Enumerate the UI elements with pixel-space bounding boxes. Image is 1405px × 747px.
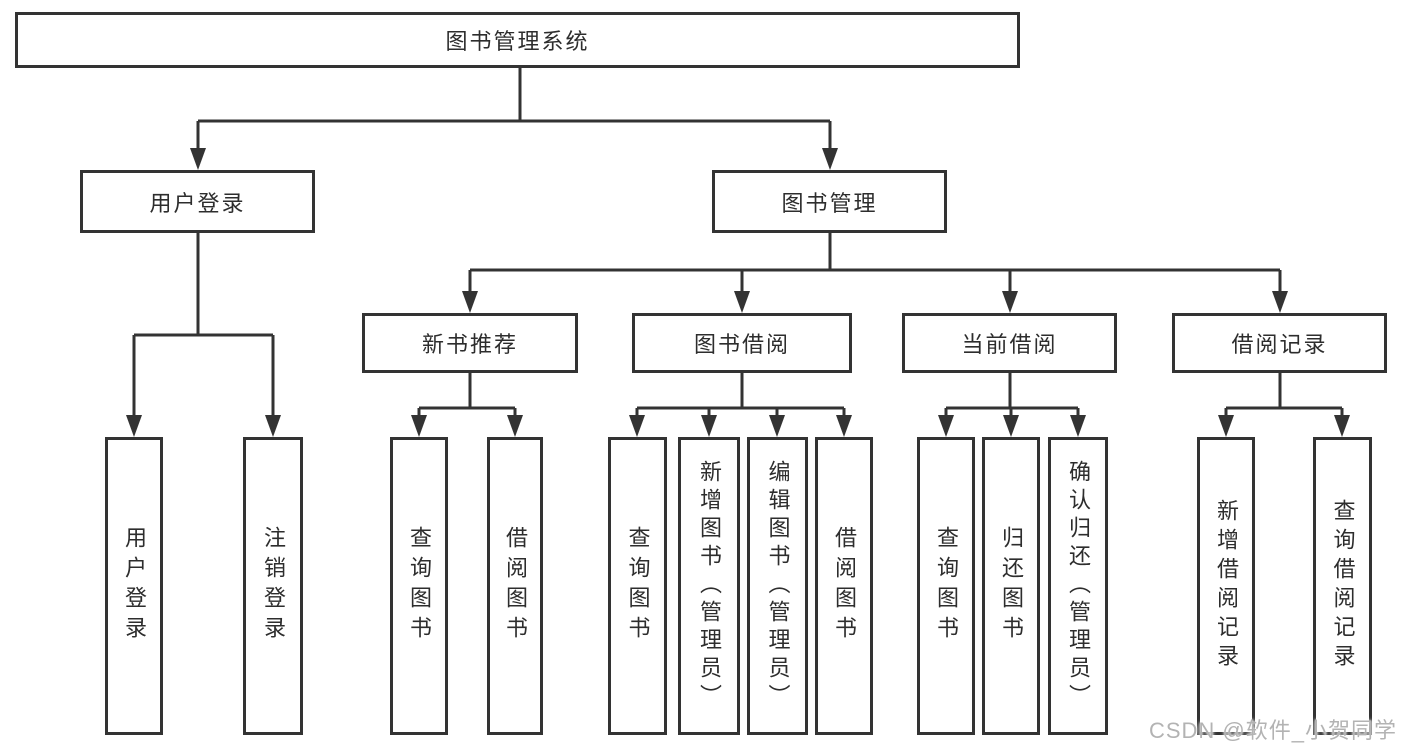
arrowhead-icons: [126, 148, 1350, 437]
leaf-borrow-books: 借阅图书: [815, 437, 873, 735]
node-current-borrow: 当前借阅: [902, 313, 1117, 373]
leaf-add-borrow-record: 新增借阅记录: [1197, 437, 1255, 735]
node-root: 图书管理系统: [15, 12, 1020, 68]
watermark: CSDN @软件_小贺同学: [1148, 718, 1397, 743]
node-new-book-recommend: 新书推荐: [362, 313, 578, 373]
leaf-query-books-recommend: 查询图书: [390, 437, 448, 735]
node-book-borrow: 图书借阅: [632, 313, 852, 373]
leaf-query-books-current: 查询图书: [917, 437, 975, 735]
leaf-user-login: 用户登录: [105, 437, 163, 735]
node-user-login: 用户登录: [80, 170, 315, 233]
node-borrow-records: 借阅记录: [1172, 313, 1387, 373]
leaf-edit-books-admin: 编辑图书（管理员）: [747, 437, 808, 735]
leaf-borrow-books-recommend: 借阅图书: [487, 437, 543, 735]
node-book-management: 图书管理: [712, 170, 947, 233]
leaf-add-books-admin: 新增图书（管理员）: [678, 437, 740, 735]
leaf-query-books-borrow: 查询图书: [608, 437, 667, 735]
leaf-logout: 注销登录: [243, 437, 303, 735]
leaf-confirm-return-admin: 确认归还（管理员）: [1048, 437, 1108, 735]
leaf-query-borrow-record: 查询借阅记录: [1313, 437, 1372, 735]
leaf-return-books: 归还图书: [982, 437, 1040, 735]
